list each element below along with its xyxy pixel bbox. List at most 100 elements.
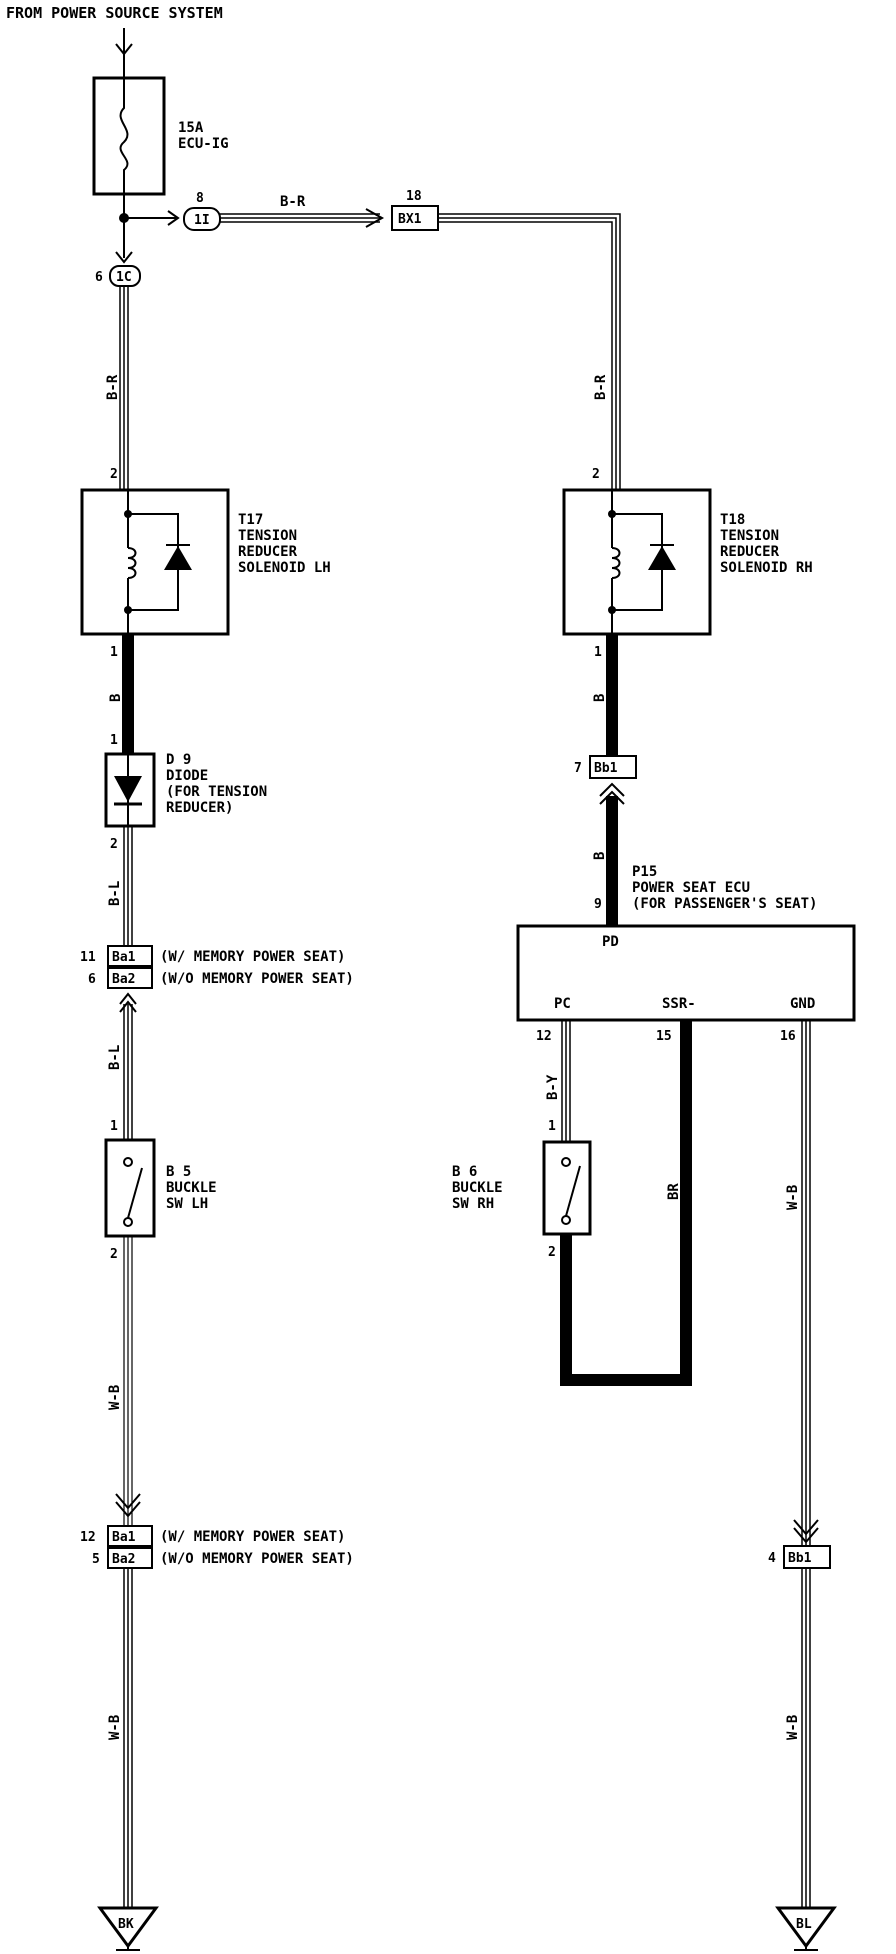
connector-bb1-bottom-pin: 4	[768, 1551, 776, 1566]
wire-br-ssr-label: BR	[666, 1183, 682, 1200]
t17-pin-bottom: 1	[110, 645, 118, 660]
d9-line1: DIODE	[166, 768, 208, 784]
arrow-ba-lower-icon	[115, 1493, 141, 1518]
fuse-name: ECU-IG	[178, 136, 229, 152]
connector-bx1-pin: 18	[406, 189, 422, 204]
fuse-box	[92, 76, 166, 196]
t17-code: T17	[238, 512, 263, 528]
t18-line2: REDUCER	[720, 544, 780, 560]
connector-ba2-lower	[107, 1547, 153, 1569]
wire-bl-upper	[123, 826, 133, 946]
p15-code: P15	[632, 864, 657, 880]
b6-pin-top: 1	[548, 1119, 556, 1134]
connector-ba1-lower-note: (W/ MEMORY POWER SEAT)	[160, 1529, 345, 1545]
t18-node-top	[608, 510, 616, 518]
wire-b-right-lower-label: B	[592, 852, 608, 860]
t17-node-top	[124, 510, 132, 518]
wire-wb-left-lower	[123, 1568, 133, 1908]
connector-ba2-upper-pin: 6	[88, 972, 96, 987]
connector-1c-pin: 6	[95, 270, 103, 285]
wire-wb-left-upper-label: W-B	[107, 1385, 123, 1410]
b5-pin-top: 1	[110, 1119, 118, 1134]
t17-line3: SOLENOID LH	[238, 560, 331, 576]
wire-bl-lower	[123, 1004, 133, 1140]
connector-ba2-lower-note: (W/O MEMORY POWER SEAT)	[160, 1551, 354, 1567]
connector-ba1-lower-pin: 12	[80, 1530, 96, 1545]
t18-node-bottom	[608, 606, 616, 614]
p15-pin-ssr: 15	[656, 1029, 672, 1044]
t18-diode-icon	[648, 546, 676, 570]
connector-ba2-lower-pin: 5	[92, 1552, 100, 1567]
connector-bx1	[391, 205, 439, 231]
t18-pin-bottom: 1	[594, 645, 602, 660]
connector-1i-pin: 8	[196, 191, 204, 206]
arrow-1c-icon	[115, 251, 133, 264]
d9-line2: (FOR TENSION	[166, 784, 267, 800]
wire-br-left-label: B-R	[105, 374, 121, 400]
connector-ba2-upper-note: (W/O MEMORY POWER SEAT)	[160, 971, 354, 987]
ground-bk-symbol	[116, 1946, 140, 1951]
arrow-ba-upper-icon	[119, 992, 137, 1013]
wire-bl-upper-label: B-L	[107, 881, 123, 906]
wire-wb-right-upper-label: W-B	[785, 1185, 801, 1210]
t18-line3: SOLENOID RH	[720, 560, 813, 576]
wire-bl-lower-label: B-L	[107, 1045, 123, 1070]
t17-node-bottom	[124, 606, 132, 614]
b5-line2: SW LH	[166, 1196, 208, 1212]
arrow-1i-icon	[167, 210, 180, 226]
ground-bl-symbol	[794, 1946, 818, 1951]
ground-bk-label: BK	[118, 1917, 134, 1932]
wire-wb-left-upper	[123, 1236, 133, 1528]
ground-bl-icon	[775, 1906, 837, 1949]
p15-term-pc: PC	[554, 996, 571, 1012]
arrow-bx1-icon	[365, 208, 385, 228]
d9-line3: REDUCER)	[166, 800, 233, 816]
p15-box	[516, 924, 856, 1022]
arrow-bb1-bottom-icon	[793, 1519, 819, 1544]
connector-1c	[109, 265, 141, 287]
fuse-element-icon	[119, 78, 129, 194]
ground-bl-label: BL	[796, 1917, 812, 1932]
connector-ba1-upper-label: Ba1	[112, 950, 136, 965]
wire-by-label: B-Y	[545, 1074, 561, 1100]
connector-ba1-lower	[107, 1525, 153, 1547]
wire-wb-right-lower-label: W-B	[785, 1715, 801, 1740]
wire-wb-right-upper	[801, 1020, 811, 1546]
connector-bx1-label: BX1	[398, 212, 422, 227]
t17-diode-icon	[164, 546, 192, 570]
connector-ba1-upper-pin: 11	[80, 950, 96, 965]
t17-line1: TENSION	[238, 528, 297, 544]
connector-ba2-upper-label: Ba2	[112, 972, 135, 987]
p15-pin-pc: 12	[536, 1029, 552, 1044]
b5-line1: BUCKLE	[166, 1180, 217, 1196]
p15-pin-top: 9	[594, 897, 602, 912]
t18-box	[562, 488, 712, 636]
arrow-bb1-top-icon	[599, 782, 625, 805]
wire-b-right-upper-label: B	[592, 694, 608, 702]
wire-br-left	[119, 286, 129, 490]
connector-ba2-lower-label: Ba2	[112, 1552, 135, 1567]
t18-code: T18	[720, 512, 745, 528]
connector-1i	[183, 207, 221, 231]
p15-term-ssr: SSR-	[662, 996, 696, 1012]
p15-line2: (FOR PASSENGER'S SEAT)	[632, 896, 817, 912]
t18-pin-top: 2	[592, 467, 600, 482]
d9-pin-bottom: 2	[110, 837, 118, 852]
t17-pin-top: 2	[110, 467, 118, 482]
connector-ba1-upper	[107, 945, 153, 967]
wire-br-right	[438, 213, 621, 490]
connector-bb1-top-pin: 7	[574, 761, 582, 776]
wire-br-right-label: B-R	[593, 374, 609, 400]
source-label: FROM POWER SOURCE SYSTEM	[6, 4, 223, 22]
connector-bb1-top	[589, 755, 637, 779]
p15-pin-gnd: 16	[780, 1029, 796, 1044]
b6-pin-bottom: 2	[548, 1245, 556, 1260]
wire-wb-left-lower-label: W-B	[107, 1715, 123, 1740]
t18-line1: TENSION	[720, 528, 779, 544]
wire-br-top	[220, 213, 380, 223]
b5-switch-icon	[123, 1157, 143, 1227]
fuse-rating: 15A	[178, 120, 204, 136]
connector-ba1-lower-label: Ba1	[112, 1530, 136, 1545]
connector-ba1-upper-note: (W/ MEMORY POWER SEAT)	[160, 949, 345, 965]
